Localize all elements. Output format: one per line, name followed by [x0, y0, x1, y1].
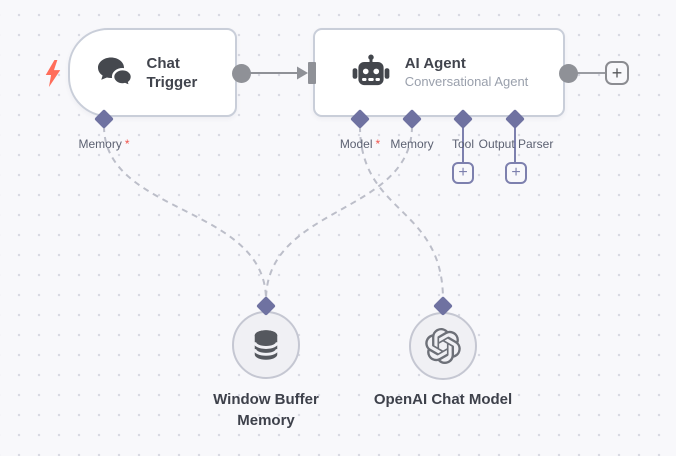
chat-bubbles-icon	[97, 57, 133, 89]
node-label-openai-chat-model: OpenAI Chat Model	[373, 391, 513, 408]
port-label-agent-model: Model*	[339, 137, 381, 151]
port-label-agent-memory: Memory	[390, 137, 434, 151]
plus-icon: +	[611, 63, 623, 83]
robot-icon	[352, 54, 390, 85]
port-label-agent-tool: Tool	[451, 137, 474, 151]
required-star: *	[124, 137, 130, 151]
plus-icon: +	[511, 164, 521, 181]
edge-agent-model-to-openai[interactable]	[359, 125, 444, 301]
output-port-ai-agent[interactable]	[559, 64, 578, 83]
input-port-ai-agent[interactable]	[308, 62, 316, 84]
edge-agent-memory-to-buffer[interactable]	[265, 125, 413, 301]
plus-icon: +	[458, 164, 468, 181]
lightning-bolt-icon	[45, 59, 61, 88]
node-subtitle: Conversational Agent	[404, 74, 529, 89]
node-title-block: AI Agent Conversational Agent	[405, 54, 529, 91]
port-label-agent-output-parser: Output Parser	[478, 137, 554, 151]
node-window-buffer-memory[interactable]	[232, 311, 300, 379]
port-label-trigger-memory: Memory*	[78, 137, 130, 151]
required-star: *	[375, 137, 381, 151]
node-title: Chat Trigger	[146, 54, 198, 91]
output-port-chat-trigger[interactable]	[232, 64, 251, 83]
node-ai-agent[interactable]: AI Agent Conversational Agent	[313, 28, 565, 117]
add-node-button-output-parser[interactable]: +	[505, 162, 527, 184]
openai-icon	[425, 328, 461, 364]
node-label-window-buffer-memory: Window Buffer Memory	[213, 391, 319, 429]
edge-arrowhead-icon	[297, 66, 308, 80]
add-node-button-agent-output[interactable]: +	[605, 61, 629, 85]
database-icon	[253, 330, 279, 360]
edge-trigger-memory-to-buffer[interactable]	[103, 125, 267, 301]
node-title: AI Agent	[404, 55, 466, 72]
node-openai-chat-model[interactable]	[409, 312, 477, 380]
node-chat-trigger[interactable]: Chat Trigger	[68, 28, 237, 117]
add-node-button-tool[interactable]: +	[452, 162, 474, 184]
